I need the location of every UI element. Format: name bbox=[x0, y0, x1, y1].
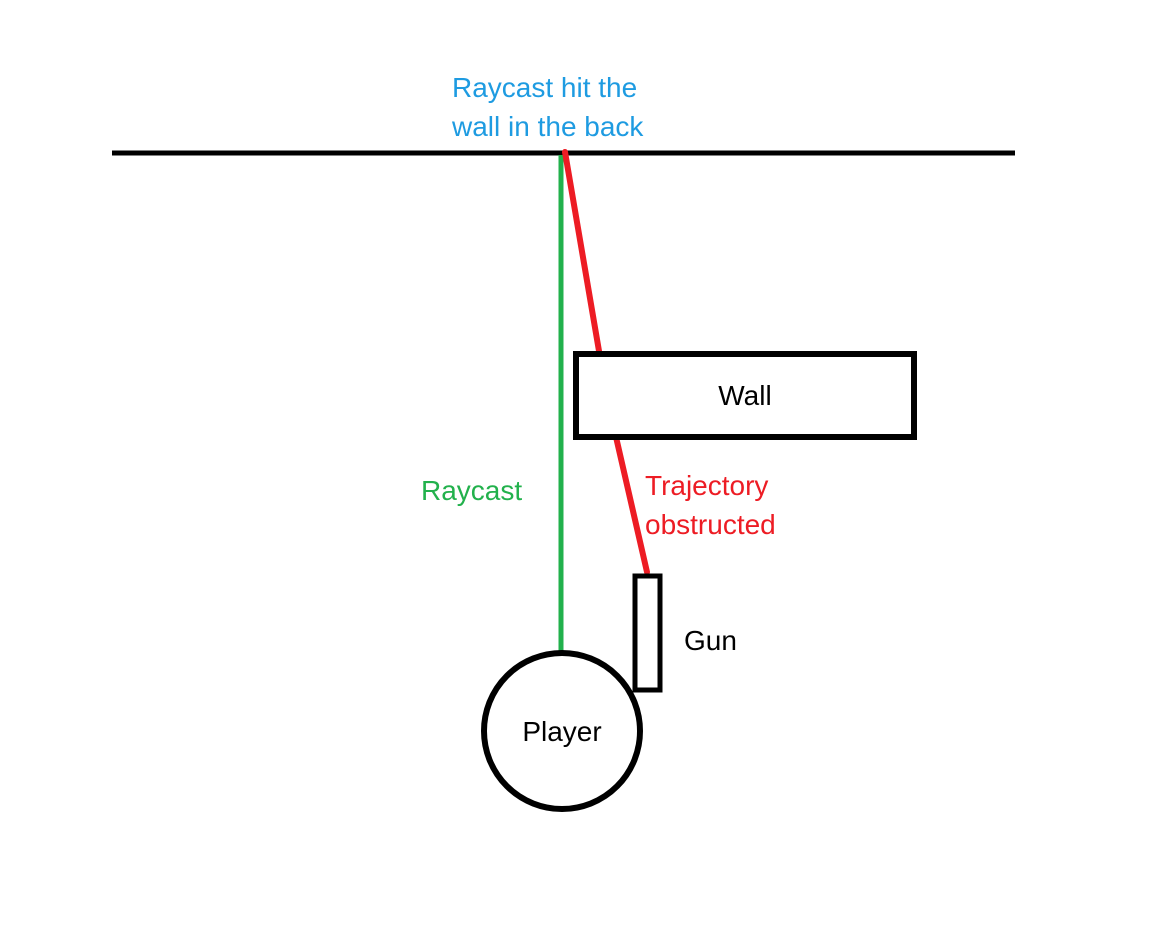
player-label: Player bbox=[522, 716, 602, 747]
trajectory-line-upper bbox=[562, 149, 602, 354]
player-circle bbox=[481, 650, 643, 812]
raycast-label: Raycast bbox=[421, 475, 523, 506]
trajectory-label-line2: obstructed bbox=[645, 509, 776, 540]
gun-rect bbox=[632, 573, 663, 693]
gun-label: Gun bbox=[684, 625, 737, 656]
wall-rect bbox=[573, 351, 917, 440]
hit-annotation: Raycast hit the wall in the back bbox=[452, 68, 643, 146]
trajectory-label: Trajectory obstructed bbox=[645, 466, 776, 544]
hit-annotation-line1: Raycast hit the bbox=[452, 72, 638, 103]
wall-label: Wall bbox=[718, 380, 772, 411]
hit-annotation-line2: wall in the back bbox=[452, 111, 644, 142]
trajectory-line-lower bbox=[613, 434, 650, 575]
trajectory-label-line1: Trajectory bbox=[645, 470, 769, 501]
